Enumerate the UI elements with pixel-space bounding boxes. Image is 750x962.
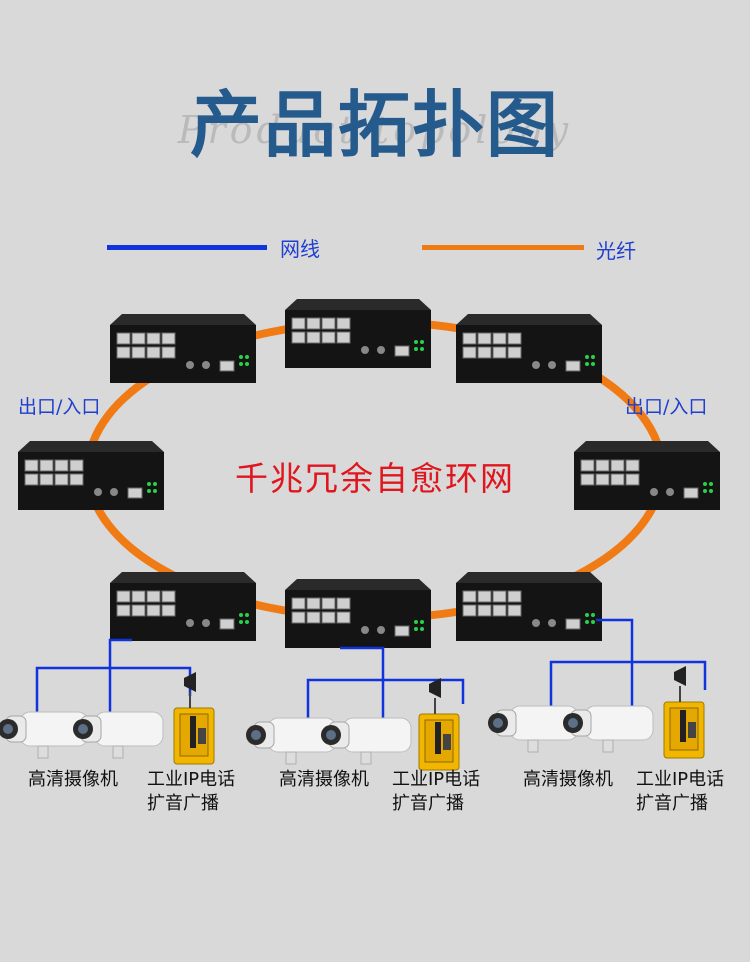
switch-top-right bbox=[455, 313, 603, 384]
phone-label-line2: 扩音广播 bbox=[636, 793, 708, 814]
phone-label-line2: 扩音广播 bbox=[392, 793, 464, 814]
phone-label-group1: 工业IP电话 扩音广播 bbox=[147, 768, 235, 816]
phone-label-line1: 工业IP电话 bbox=[636, 769, 725, 790]
ip-phone-group1 bbox=[173, 671, 215, 765]
ring-right-port-label: 出口/入口 bbox=[625, 396, 708, 418]
camera-group2-a bbox=[245, 717, 337, 765]
camera-group3-b bbox=[562, 705, 654, 753]
switch-bottom-left bbox=[109, 571, 257, 642]
page-subtitle: Product topology bbox=[177, 108, 573, 152]
page-title: 产品拓扑图 bbox=[189, 83, 560, 167]
ip-phone-group2 bbox=[418, 677, 460, 771]
phone-label-line1: 工业IP电话 bbox=[392, 769, 481, 790]
legend-cable-label: 网线 bbox=[280, 237, 320, 261]
switch-bottom-center bbox=[284, 578, 432, 649]
phone-label-group3: 工业IP电话 扩音广播 bbox=[636, 768, 724, 816]
ring-center-label: 千兆冗余自愈环网 bbox=[235, 459, 515, 498]
phone-label-group2: 工业IP电话 扩音广播 bbox=[392, 768, 480, 816]
ip-phone-group3 bbox=[663, 665, 705, 759]
camera-group3-a bbox=[487, 705, 579, 753]
ring-left-port-label: 出口/入口 bbox=[18, 396, 101, 418]
switch-top-center bbox=[284, 298, 432, 369]
camera-label-group1: 高清摄像机 bbox=[28, 769, 118, 790]
camera-group2-b bbox=[320, 717, 412, 765]
camera-label-group3: 高清摄像机 bbox=[523, 769, 613, 790]
ethernet-cables bbox=[35, 618, 707, 718]
legend-fiber-label: 光纤 bbox=[596, 239, 636, 263]
legend-fiber-line bbox=[422, 245, 584, 250]
camera-label-group2: 高清摄像机 bbox=[279, 769, 369, 790]
phone-label-line2: 扩音广播 bbox=[147, 793, 219, 814]
switch-bottom-right bbox=[455, 571, 603, 642]
switch-middle-left bbox=[17, 440, 165, 511]
camera-group1-b bbox=[72, 711, 164, 759]
switch-top-left bbox=[109, 313, 257, 384]
camera-group1-a bbox=[0, 711, 89, 759]
legend-cable-line bbox=[107, 245, 267, 250]
switch-middle-right bbox=[573, 440, 721, 511]
phone-label-line1: 工业IP电话 bbox=[147, 769, 236, 790]
